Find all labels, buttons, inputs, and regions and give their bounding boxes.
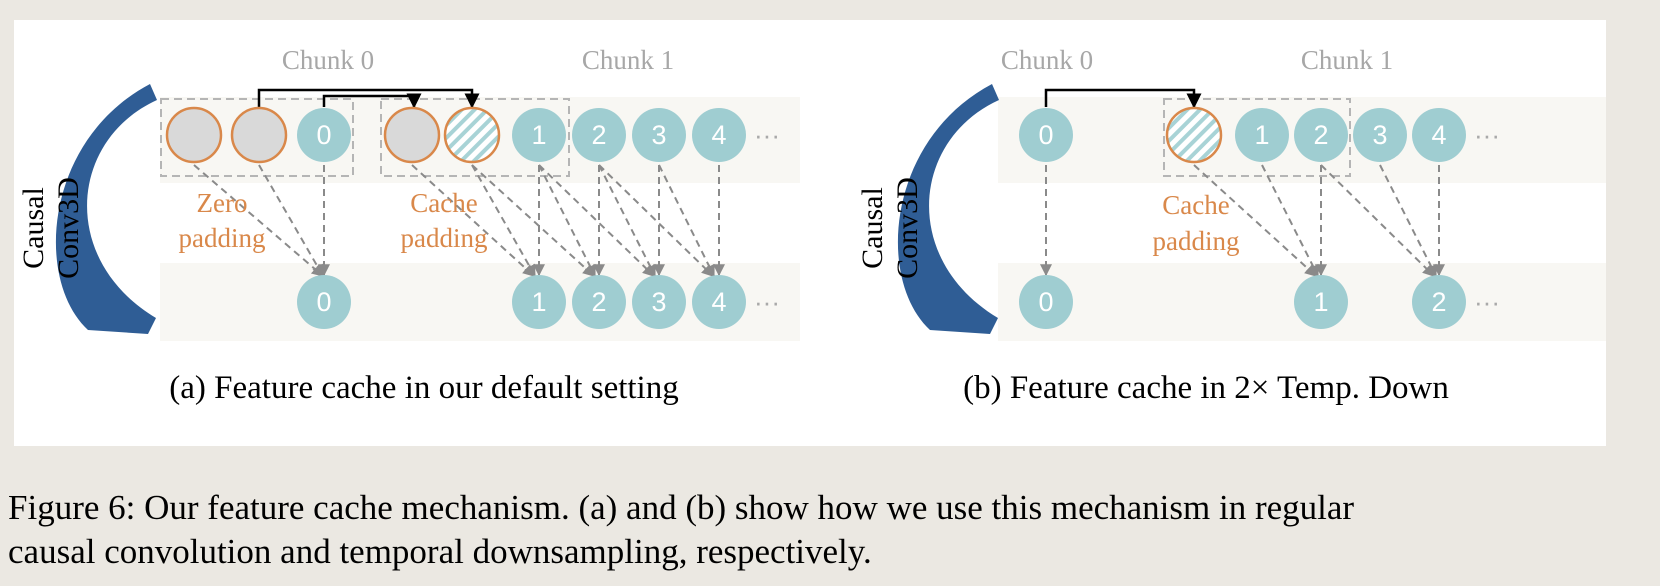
svg-text:2: 2 — [1313, 120, 1328, 150]
cache-padding-label: Cache — [410, 188, 477, 218]
cache-copy-arrow — [1044, 88, 1202, 109]
chunk-1-label: Chunk 1 — [1301, 45, 1393, 75]
conv-arrow — [538, 164, 596, 278]
panel-a-caption: (a) Feature cache in our default setting — [169, 370, 678, 406]
input-ellipsis: ··· — [1474, 120, 1500, 150]
zero-padding-label: Zero — [197, 188, 248, 218]
svg-text:0: 0 — [316, 120, 331, 150]
svg-text:1: 1 — [531, 120, 546, 150]
svg-text:4: 4 — [711, 120, 726, 150]
figure-caption-line: Figure 6: Our feature cache mechanism. (… — [8, 488, 1355, 527]
svg-text:3: 3 — [1372, 120, 1387, 150]
panel-b: Chunk 0 Chunk 1 0 1 2 3 4 ··· 0 1 2 ··· … — [856, 45, 1606, 406]
chunk-1-label: Chunk 1 — [582, 45, 674, 75]
input-node: 2 — [572, 108, 626, 162]
svg-text:2: 2 — [591, 287, 606, 317]
chunk-0-label: Chunk 0 — [282, 45, 374, 75]
input-node: 4 — [692, 108, 746, 162]
conv-arrow — [258, 164, 324, 278]
output-node: 3 — [632, 275, 686, 329]
conv-arrow — [538, 164, 655, 277]
svg-text:2: 2 — [1431, 287, 1446, 317]
svg-text:0: 0 — [1038, 120, 1053, 150]
input-node: 0 — [1019, 108, 1073, 162]
cache-padding-label: Cache — [1162, 190, 1229, 220]
conv-arrow — [1193, 164, 1317, 277]
conv-arrow — [411, 164, 535, 277]
output-node: 0 — [1019, 275, 1073, 329]
svg-text:2: 2 — [591, 120, 606, 150]
svg-text:1: 1 — [531, 287, 546, 317]
input-node: 3 — [632, 108, 686, 162]
cache-padding-label: padding — [401, 223, 488, 253]
output-node: 1 — [512, 275, 566, 329]
cache-padding-box — [1163, 98, 1351, 177]
figure-diagram: Chunk 0 Chunk 1 — [17, 45, 1606, 406]
conv-arrow — [1261, 164, 1319, 278]
cached-feature-node-hatched — [1165, 106, 1223, 164]
input-node: 2 — [1294, 108, 1348, 162]
zero-padding-label: padding — [179, 223, 266, 253]
causal-conv3d-curve-icon — [55, 84, 157, 334]
conv-arrow — [598, 164, 714, 277]
figure-caption: Figure 6: Our feature cache mechanism. (… — [8, 486, 1653, 574]
conv-arrow — [471, 164, 595, 277]
svg-text:4: 4 — [711, 287, 726, 317]
cache-padding-label: padding — [1153, 226, 1240, 256]
input-node: 3 — [1353, 108, 1407, 162]
zero-padding-node — [230, 106, 288, 164]
output-node: 1 — [1294, 275, 1348, 329]
zero-padding-node — [165, 106, 223, 164]
svg-text:3: 3 — [651, 287, 666, 317]
svg-text:1: 1 — [1254, 120, 1269, 150]
input-ellipsis: ··· — [754, 120, 780, 150]
cache-copy-arrow — [322, 93, 422, 109]
output-node: 2 — [1412, 275, 1466, 329]
conv-label: Conv3D — [891, 177, 924, 279]
output-node: 4 — [692, 275, 746, 329]
chunk-0-label: Chunk 0 — [1001, 45, 1093, 75]
output-ellipsis: ··· — [1474, 287, 1500, 317]
panel-b-caption: (b) Feature cache in 2× Temp. Down — [963, 370, 1449, 406]
zero-padding-box — [160, 98, 354, 177]
svg-text:0: 0 — [316, 287, 331, 317]
conv-arrow — [1320, 164, 1435, 277]
conv-arrows — [193, 164, 725, 278]
input-node: 1 — [1235, 108, 1289, 162]
panel-a: Chunk 0 Chunk 1 — [17, 45, 800, 406]
output-node: 2 — [572, 275, 626, 329]
input-node: 4 — [1412, 108, 1466, 162]
conv-arrows — [1040, 164, 1445, 278]
input-node: 1 — [512, 108, 566, 162]
cache-copy-arrow — [257, 88, 480, 109]
cached-feature-node — [383, 106, 441, 164]
svg-text:3: 3 — [651, 120, 666, 150]
output-node: 0 — [297, 275, 351, 329]
cached-feature-node-hatched — [443, 106, 501, 164]
conv-label: Causal — [17, 187, 50, 269]
conv-arrow — [1379, 164, 1437, 278]
svg-text:1: 1 — [1313, 287, 1328, 317]
conv-label: Conv3D — [52, 177, 85, 279]
input-node: 0 — [297, 108, 351, 162]
conv-arrow — [193, 164, 324, 277]
conv-arrow — [471, 164, 536, 278]
conv-label: Causal — [856, 187, 889, 269]
conv-arrow — [658, 164, 715, 278]
output-ellipsis: ··· — [754, 287, 780, 317]
conv-arrow — [598, 164, 656, 278]
svg-text:4: 4 — [1431, 120, 1446, 150]
causal-conv3d-curve-icon — [897, 84, 999, 334]
figure-caption-line: causal convolution and temporal downsamp… — [8, 532, 872, 571]
figure-panel: Chunk 0 Chunk 1 — [14, 20, 1606, 446]
svg-text:0: 0 — [1038, 287, 1053, 317]
